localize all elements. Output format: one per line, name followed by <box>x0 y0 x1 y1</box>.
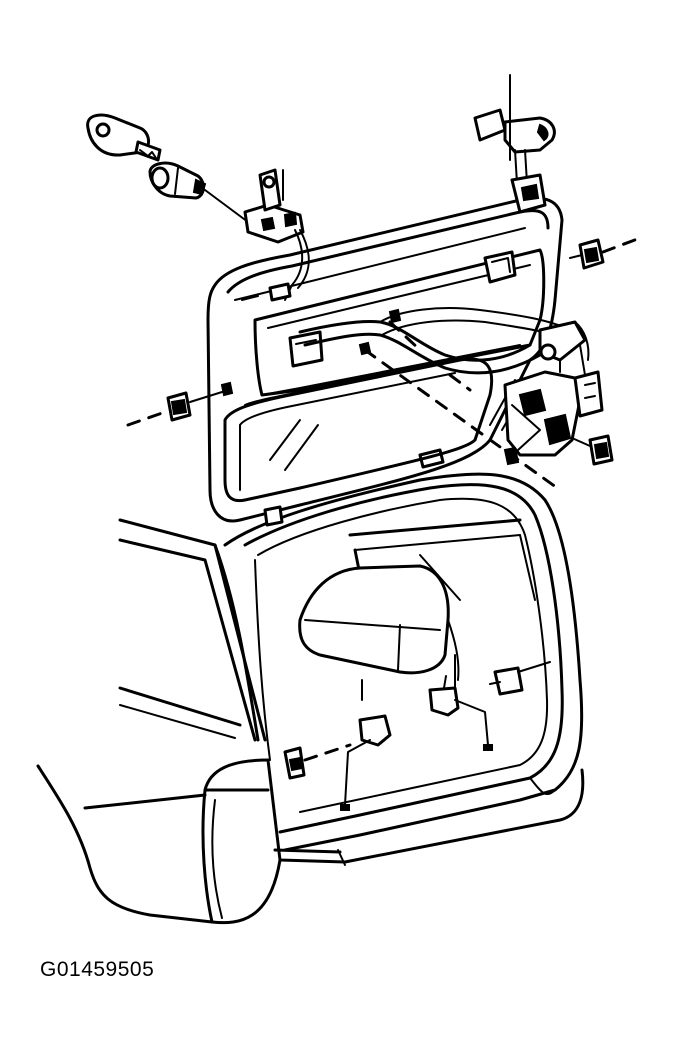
key <box>86 113 162 162</box>
vehicle-body-rear <box>36 472 585 925</box>
upper-latch <box>473 74 556 214</box>
liftgate-glass <box>223 357 529 503</box>
latch-assembly <box>503 344 614 466</box>
rod-linkage <box>298 307 573 492</box>
alignment-line <box>448 373 472 392</box>
figure-caption: G01459505 <box>40 958 155 981</box>
handle-bracket <box>538 320 590 362</box>
striker-plates <box>283 654 551 811</box>
lock-cylinder <box>148 161 249 223</box>
clips <box>126 236 642 427</box>
liftgate-panel <box>206 196 564 527</box>
cargo-area-trim <box>298 518 536 681</box>
lock-cylinder-retainer <box>241 168 310 302</box>
